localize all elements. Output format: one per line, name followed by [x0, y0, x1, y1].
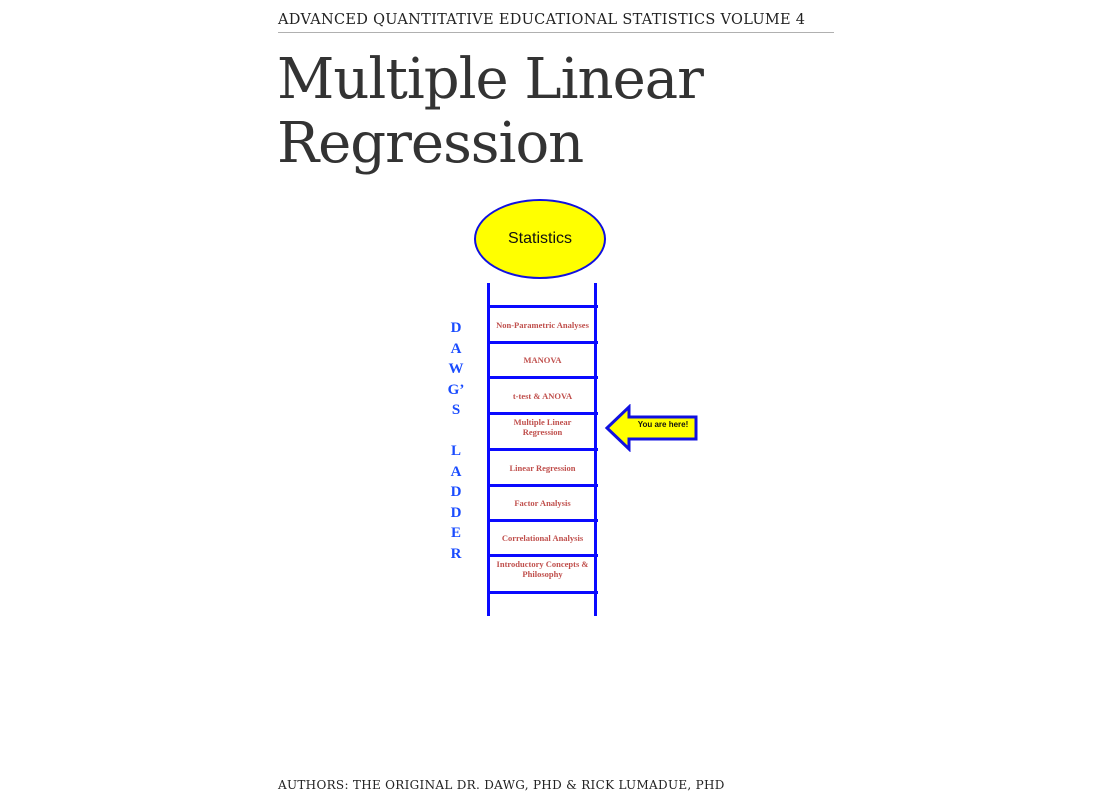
rung-label-linear-regression: Linear Regression: [509, 462, 576, 473]
book-title: Multiple Linear Regression: [277, 47, 704, 176]
title-line-1: Multiple Linear: [277, 47, 704, 112]
side-letter: A: [450, 463, 462, 480]
statistics-ellipse: Statistics: [474, 199, 606, 279]
authors-line: AUTHORS: THE ORIGINAL DR. DAWG, PHD & RI…: [278, 778, 725, 792]
rung-label-non-parametric: Non-Parametric Analyses: [496, 319, 589, 330]
ladder-rung: [488, 341, 598, 344]
ladder-rung: [488, 376, 598, 379]
rung-label-manova: MANOVA: [523, 355, 562, 365]
side-letter: W: [448, 361, 464, 377]
side-letter: E: [450, 525, 461, 541]
side-letter: D: [450, 484, 462, 500]
ladder-rung: [488, 591, 598, 594]
ladder-rung: [488, 519, 598, 522]
rung-label-multiple-linear-regression: Multiple Linear Regression: [513, 417, 572, 437]
statistics-label: Statistics: [507, 230, 572, 247]
ladder-rung: [488, 305, 598, 308]
rung-label-factor-analysis: Factor Analysis: [514, 498, 571, 508]
rung-label-correlational-analysis: Correlational Analysis: [501, 533, 584, 543]
ladder-rung: [488, 554, 598, 557]
side-letter: D: [450, 320, 462, 336]
title-line-2: Regression: [277, 111, 584, 176]
rung-label-introductory-concepts: Introductory Concepts & Philosophy: [496, 559, 589, 579]
side-letter: R: [450, 545, 462, 562]
side-letter: [446, 421, 466, 442]
rung-label-ttest-anova: t-test & ANOVA: [512, 390, 573, 401]
ladder-rung: [488, 412, 598, 415]
side-letter: G’: [447, 381, 465, 398]
dawgs-ladder-side-label: D A W G’ S L A D D E R: [446, 318, 466, 564]
side-letter: L: [450, 443, 461, 459]
side-letter: S: [451, 402, 461, 418]
left-arrow-icon: [604, 404, 698, 452]
ladder-rung: [488, 448, 598, 451]
side-letter: D: [450, 504, 462, 521]
side-letter: A: [450, 340, 462, 357]
you-are-here-label: You are here!: [637, 420, 689, 429]
series-title: ADVANCED QUANTITATIVE EDUCATIONAL STATIS…: [278, 12, 834, 33]
ladder-rung: [488, 484, 598, 487]
